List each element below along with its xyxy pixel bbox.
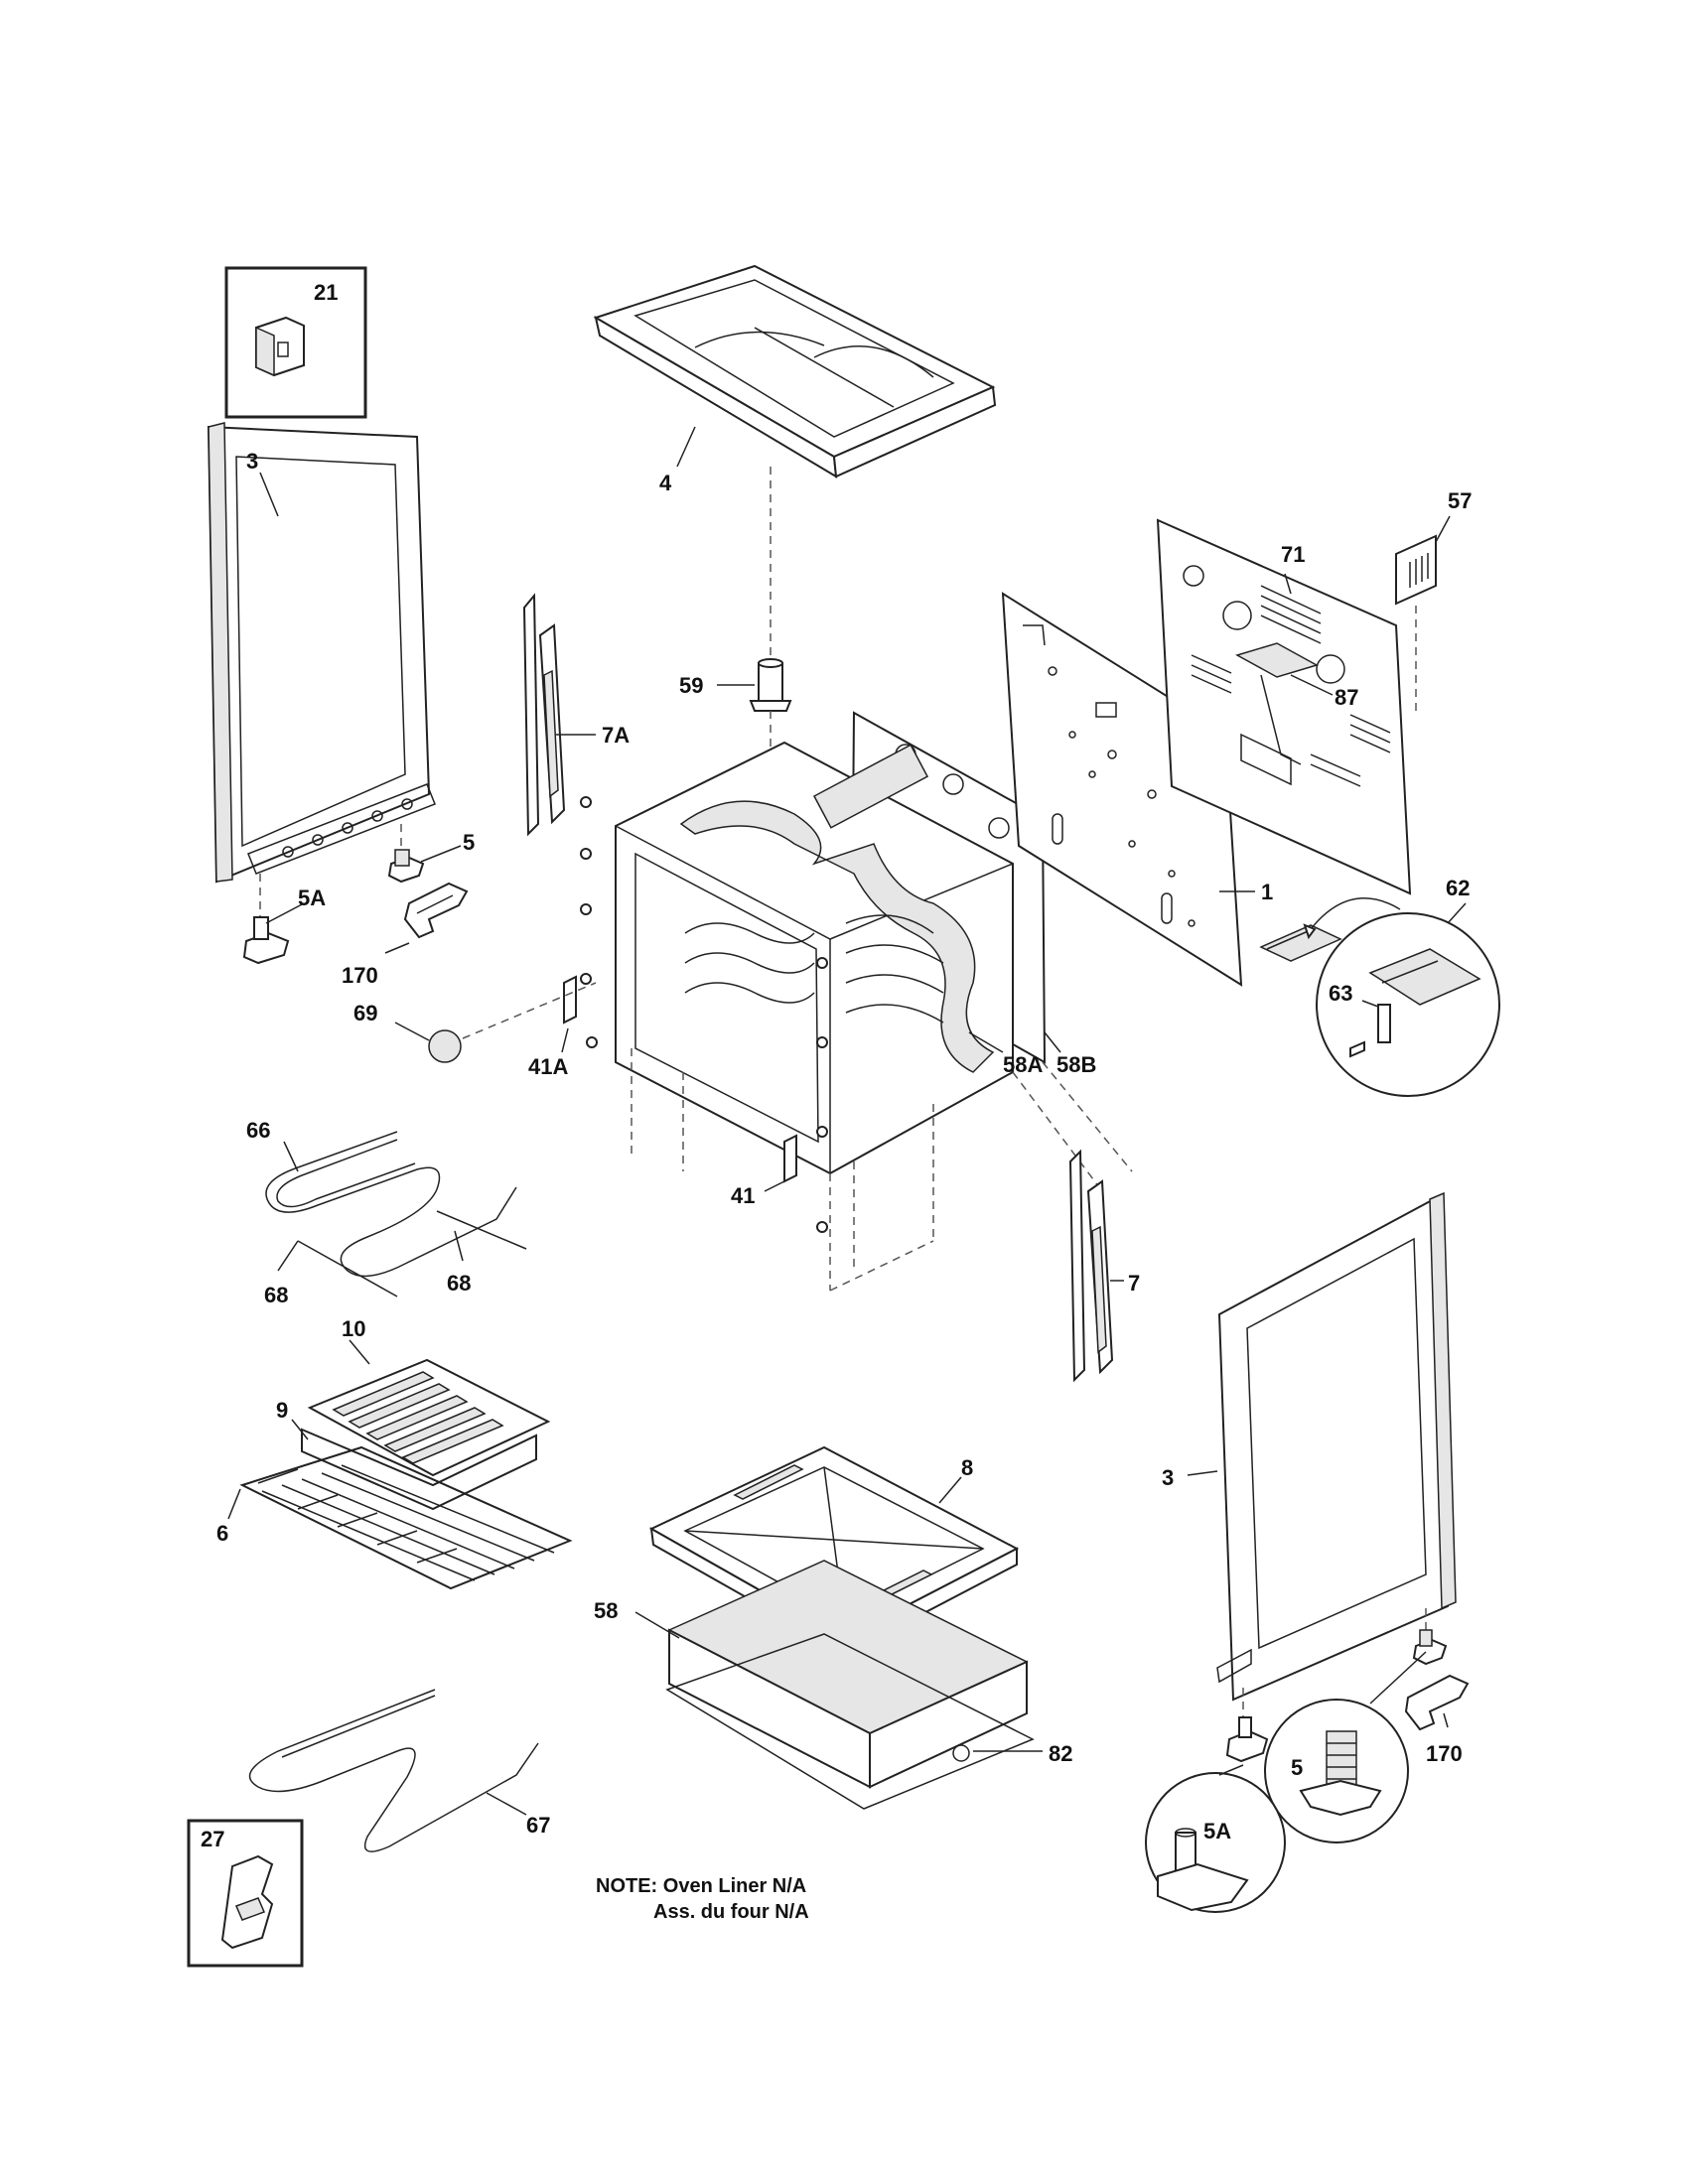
label-57: 57 bbox=[1448, 488, 1472, 513]
label-87: 87 bbox=[1335, 685, 1358, 710]
label-1: 1 bbox=[1261, 880, 1273, 904]
label-62: 62 bbox=[1446, 876, 1470, 900]
label-41A: 41A bbox=[528, 1054, 568, 1079]
part-1-rear-panel: 1 bbox=[1001, 592, 1273, 987]
part-58-bottom-insulation: 58 bbox=[594, 1560, 1029, 1789]
part-170-right-bracket: 170 bbox=[1404, 1674, 1470, 1766]
label-3-right: 3 bbox=[1162, 1465, 1174, 1490]
label-68-right: 68 bbox=[447, 1271, 471, 1296]
label-58A: 58A bbox=[1003, 1052, 1043, 1077]
detail-circle-5: 5 bbox=[1264, 1651, 1427, 1843]
label-63: 63 bbox=[1329, 981, 1352, 1006]
part-5A-right-leveler bbox=[1225, 1688, 1269, 1763]
label-58B: 58B bbox=[1056, 1052, 1096, 1077]
part-41-bracket: 41 bbox=[731, 1134, 797, 1208]
label-59: 59 bbox=[679, 673, 703, 698]
part-67-bake-element: 67 bbox=[248, 1689, 550, 1852]
part-10-broiler-grid: 10 bbox=[307, 1316, 551, 1477]
note-line-1: NOTE: Oven Liner N/A bbox=[596, 1875, 806, 1897]
detail-circle-5A: 5A bbox=[1145, 1764, 1286, 1913]
part-7A-hinge: 7A bbox=[522, 593, 630, 837]
part-57-vent-grille: 57 bbox=[1395, 488, 1472, 715]
note-block: NOTE: Oven Liner N/A Ass. du four N/A bbox=[596, 1875, 809, 1923]
part-66-element: 66 bbox=[246, 1118, 517, 1278]
label-27: 27 bbox=[201, 1827, 224, 1851]
part-68-wires: 68 68 bbox=[264, 1210, 527, 1307]
part-82-bottom-cover: 82 bbox=[665, 1633, 1072, 1810]
label-5-circle: 5 bbox=[1291, 1755, 1303, 1780]
part-7-hinge: 7 bbox=[1068, 1149, 1140, 1383]
label-5A-left: 5A bbox=[298, 886, 326, 910]
part-69-light-lens: 69 bbox=[353, 982, 597, 1063]
label-7: 7 bbox=[1128, 1271, 1140, 1296]
label-67: 67 bbox=[526, 1813, 550, 1838]
label-68-left: 68 bbox=[264, 1283, 288, 1307]
label-10: 10 bbox=[342, 1316, 365, 1341]
label-7A: 7A bbox=[602, 723, 630, 748]
label-170-right: 170 bbox=[1426, 1741, 1463, 1766]
part-62-terminal-block: 62 63 bbox=[1259, 876, 1500, 1097]
label-71: 71 bbox=[1281, 542, 1305, 567]
label-5A-circle: 5A bbox=[1203, 1819, 1231, 1843]
label-21: 21 bbox=[314, 280, 338, 305]
part-21-inset: 21 bbox=[224, 266, 367, 419]
oven-body: 58A 58B bbox=[580, 711, 1133, 1292]
part-9-broiler-pan: 9 bbox=[276, 1398, 537, 1511]
part-170-left-bracket: 170 bbox=[342, 882, 469, 988]
part-59-vent: 59 bbox=[679, 658, 792, 712]
part-3-right-side-panel: 3 bbox=[1162, 1191, 1457, 1702]
label-5-left: 5 bbox=[463, 830, 475, 855]
part-6-oven-rack: 6 bbox=[216, 1445, 573, 1590]
part-27-inset: 27 bbox=[187, 1819, 304, 1968]
label-9: 9 bbox=[276, 1398, 288, 1423]
part-41A-bracket: 41A bbox=[528, 975, 577, 1079]
part-3-left-side-panel: 3 bbox=[207, 422, 436, 884]
label-82: 82 bbox=[1049, 1741, 1072, 1766]
part-71-rear-cover: 71 87 bbox=[1156, 518, 1412, 895]
label-3-left: 3 bbox=[246, 449, 258, 474]
label-66: 66 bbox=[246, 1118, 270, 1143]
part-5A-left-leveler: 5A bbox=[242, 874, 326, 965]
label-8: 8 bbox=[961, 1455, 973, 1480]
part-5-left-leveler: 5 bbox=[387, 824, 475, 884]
label-6: 6 bbox=[216, 1521, 228, 1546]
label-58: 58 bbox=[594, 1598, 618, 1623]
note-line-2: Ass. du four N/A bbox=[653, 1901, 809, 1923]
label-4: 4 bbox=[659, 471, 672, 495]
label-69: 69 bbox=[353, 1001, 377, 1025]
part-4-top-panel: 4 bbox=[593, 264, 997, 495]
label-170-left: 170 bbox=[342, 963, 378, 988]
label-41: 41 bbox=[731, 1183, 755, 1208]
part-5-right-leveler bbox=[1412, 1608, 1448, 1666]
